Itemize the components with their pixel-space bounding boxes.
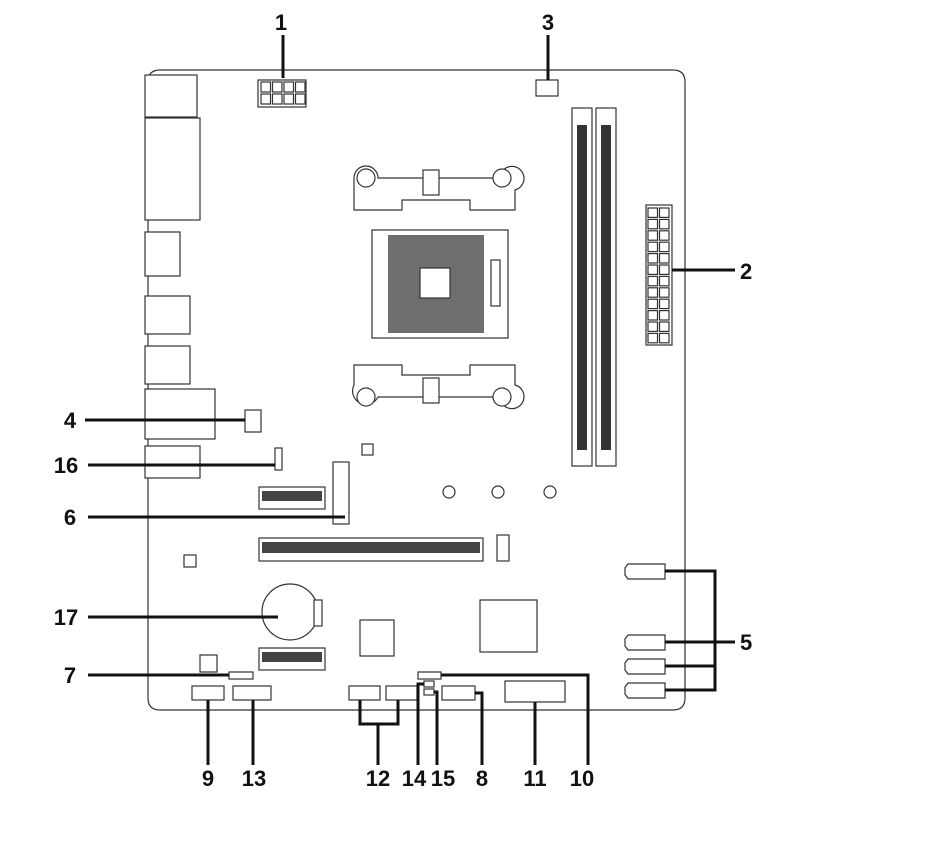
callout-3: 3 <box>542 10 554 35</box>
connector-pin <box>283 81 295 93</box>
cpu-retention-bottom <box>351 364 525 410</box>
usb-header <box>504 680 566 703</box>
callout-11: 11 <box>523 766 546 791</box>
header <box>191 685 225 701</box>
chip <box>183 554 197 568</box>
connector-pin <box>647 287 659 298</box>
header <box>348 685 381 701</box>
connector-pin <box>647 298 659 310</box>
header <box>228 671 254 680</box>
mount-hole <box>543 485 557 499</box>
m2-slot <box>332 461 350 525</box>
callout-2: 2 <box>740 259 752 284</box>
cpu-fan-header <box>535 79 559 97</box>
connector-pin <box>647 332 659 344</box>
connector-pin <box>658 321 670 332</box>
callout-12: 12 <box>366 766 390 791</box>
dimm-slots <box>571 107 617 467</box>
connector-pin <box>647 218 659 230</box>
header <box>417 671 442 680</box>
connector-pin <box>283 93 295 105</box>
callout-14: 14 <box>402 766 427 791</box>
callout-7: 7 <box>64 663 76 688</box>
connector-pin <box>658 218 670 230</box>
callout-10: 10 <box>570 766 594 791</box>
cpu-power-connector <box>257 79 307 108</box>
connector-pin <box>658 207 670 218</box>
header <box>441 685 476 701</box>
connector-pin <box>647 207 659 218</box>
connector-pin <box>658 310 670 321</box>
leader-lines <box>85 35 735 765</box>
header <box>232 685 272 701</box>
connector-pin <box>658 287 670 298</box>
pcie-x1-slot-top <box>258 486 326 510</box>
chip <box>199 654 218 673</box>
connector-pin <box>658 264 670 275</box>
connector-pin <box>658 241 670 253</box>
connector-pin <box>647 253 659 264</box>
mount-hole <box>442 485 456 499</box>
connector-pin <box>294 93 306 105</box>
connector-pin <box>647 321 659 332</box>
callout-15: 15 <box>431 766 455 791</box>
callout-17: 17 <box>54 605 78 630</box>
connector-pin <box>260 81 272 93</box>
cpu-retention-top <box>353 165 525 211</box>
chip <box>361 443 374 456</box>
callout-9: 9 <box>202 766 214 791</box>
chipset <box>479 599 538 653</box>
callout-1: 1 <box>275 10 287 35</box>
sata-connectors <box>624 563 666 699</box>
connector-pin <box>647 275 659 287</box>
atx-power-connector <box>645 204 673 346</box>
connector-pin <box>658 253 670 264</box>
connector-pin <box>658 298 670 310</box>
cmos-battery <box>261 583 323 641</box>
sys-fan-header <box>244 409 262 433</box>
callout-5: 5 <box>740 630 752 655</box>
tpm-header <box>274 447 283 471</box>
connector-pin <box>647 310 659 321</box>
connector-pin <box>658 275 670 287</box>
connector-pin <box>647 241 659 253</box>
connector-pin <box>294 81 306 93</box>
pcie-x1-slot-bottom <box>258 647 326 671</box>
callout-8: 8 <box>476 766 488 791</box>
connector-pin <box>271 81 283 93</box>
chip <box>359 619 395 657</box>
cpu-socket <box>371 229 509 339</box>
callout-4: 4 <box>64 408 77 433</box>
pcie-x16-slot <box>258 534 510 562</box>
connector-pin <box>658 230 670 241</box>
callout-13: 13 <box>242 766 266 791</box>
header <box>385 685 418 701</box>
mount-hole <box>491 485 505 499</box>
connector-pin <box>260 93 272 105</box>
callout-6: 6 <box>64 505 76 530</box>
connector-pin <box>271 93 283 105</box>
header <box>423 680 435 688</box>
rear-io-panel <box>144 74 216 479</box>
connector-pin <box>647 230 659 241</box>
callout-16: 16 <box>54 453 78 478</box>
connector-pin <box>647 264 659 275</box>
connector-pin <box>658 332 670 344</box>
header <box>423 688 435 696</box>
